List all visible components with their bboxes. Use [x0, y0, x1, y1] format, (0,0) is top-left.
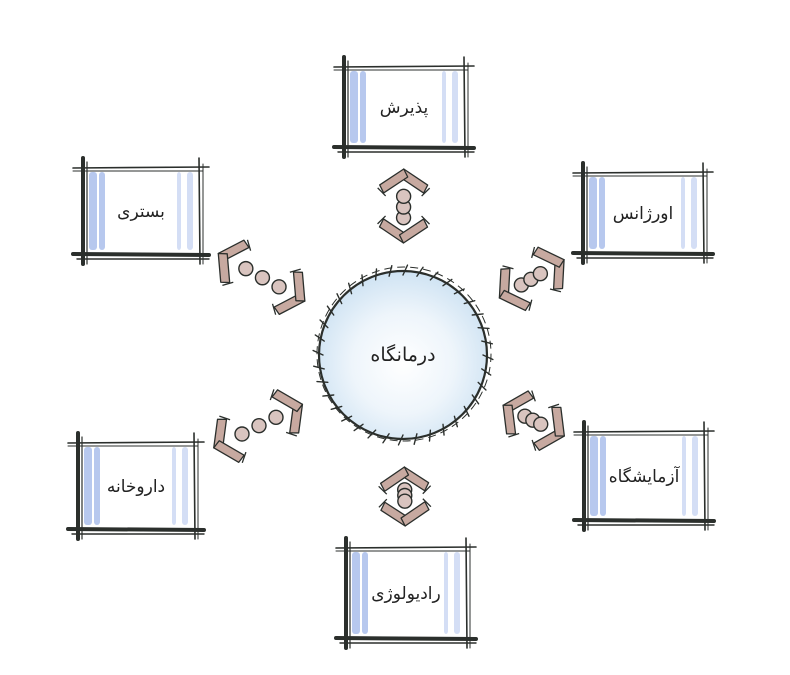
door-chevron — [502, 390, 536, 438]
door-chevron — [377, 215, 430, 244]
room-label-emergency: اورژانس — [613, 204, 673, 224]
door-chevron — [498, 265, 533, 312]
door-chevron — [531, 246, 565, 293]
rooms: پذیرش اورژانس آزمایشگاه رادیولوژی داروخا… — [66, 55, 716, 650]
door-chevron — [217, 239, 252, 287]
door-chevron — [378, 466, 432, 495]
room-emergency[interactable]: اورژانس — [571, 161, 715, 265]
room-box — [572, 420, 716, 532]
hub-label: درمانگاه — [370, 343, 435, 366]
connection-dot — [397, 493, 413, 509]
hub-circle — [317, 269, 489, 441]
room-inpatient[interactable]: بستری — [71, 156, 211, 266]
door-chevron — [269, 389, 304, 437]
connection-dot — [533, 416, 549, 432]
room-label-pharmacy: داروخانه — [107, 477, 165, 497]
room-radiology[interactable]: رادیولوژی — [334, 536, 478, 650]
room-box — [334, 536, 478, 650]
door-connectors — [213, 168, 565, 527]
door-chevron — [271, 268, 306, 316]
room-label-inpatient: بستری — [117, 202, 165, 222]
door-chevron — [213, 415, 247, 464]
hub-clinic[interactable]: درمانگاه — [312, 264, 494, 446]
connection-dot — [234, 426, 250, 442]
connection-dots — [234, 188, 549, 509]
room-pharmacy[interactable]: داروخانه — [66, 431, 206, 541]
room-label-radiology: رادیولوژی — [371, 584, 441, 604]
connection-dot — [251, 417, 267, 434]
door-chevron — [377, 168, 431, 197]
room-label-reception: پذیرش — [380, 98, 429, 118]
room-laboratory[interactable]: آزمایشگاه — [572, 420, 716, 532]
door-chevron — [378, 498, 432, 527]
room-box — [71, 156, 211, 266]
connection-dot — [238, 260, 254, 277]
door-chevron — [531, 403, 565, 451]
room-label-laboratory: آزمایشگاه — [609, 465, 681, 487]
connection-dot — [271, 279, 287, 295]
room-box — [332, 55, 476, 159]
connection-dot — [532, 266, 549, 282]
connection-dot — [268, 409, 284, 426]
connection-dot — [254, 270, 271, 286]
hub-tick-marks — [312, 264, 494, 446]
room-reception[interactable]: پذیرش — [332, 55, 476, 159]
connection-dot — [395, 188, 412, 205]
hub-circle-outline — [316, 266, 492, 442]
room-box — [66, 431, 206, 541]
room-box — [571, 161, 715, 265]
